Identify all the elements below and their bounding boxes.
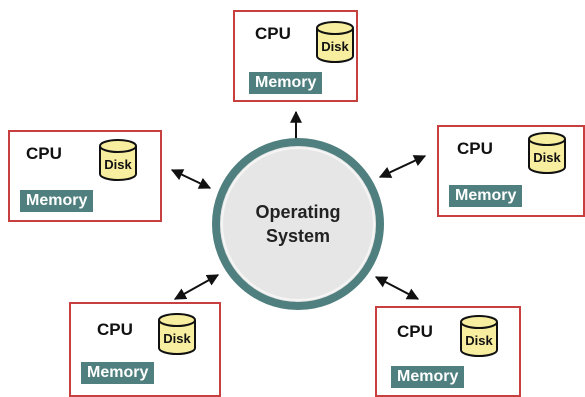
disk-label: Disk <box>104 157 132 172</box>
cpu-label: CPU <box>255 24 291 43</box>
node-left: CPU Disk Memory <box>8 130 162 222</box>
disk-icon: Disk <box>313 20 357 64</box>
disk-icon: Disk <box>96 138 140 182</box>
cpu-label: CPU <box>397 322 433 341</box>
os-circle <box>212 138 384 310</box>
link-bottom-right <box>374 276 420 300</box>
disk-label: Disk <box>163 331 191 346</box>
cpu-label: CPU <box>97 320 133 339</box>
memory-label: Memory <box>249 72 323 94</box>
os-label-line2: System <box>265 226 331 246</box>
disk-label: Disk <box>533 150 561 165</box>
memory-label: Memory <box>20 190 94 212</box>
disk-icon: Disk <box>525 131 569 175</box>
disk-icon: Disk <box>457 314 501 358</box>
cpu-label: CPU <box>26 144 62 163</box>
disk-icon: Disk <box>155 312 199 356</box>
node-bottom-right: CPU Disk Memory <box>375 306 521 397</box>
os-label: Operating System <box>213 200 383 248</box>
node-bottom-left: CPU Disk Memory <box>69 302 221 397</box>
node-top: CPU Disk Memory <box>233 10 358 102</box>
link-left <box>170 169 212 189</box>
link-bottom-left <box>173 274 220 300</box>
disk-label: Disk <box>321 39 349 54</box>
os-label-line1: Operating <box>255 202 341 222</box>
memory-label: Memory <box>81 362 155 384</box>
disk-label: Disk <box>465 333 493 348</box>
cpu-label: CPU <box>457 139 493 158</box>
memory-label: Memory <box>391 366 465 388</box>
link-right <box>378 155 427 178</box>
node-right: CPU Disk Memory <box>437 125 585 217</box>
memory-label: Memory <box>449 185 523 207</box>
